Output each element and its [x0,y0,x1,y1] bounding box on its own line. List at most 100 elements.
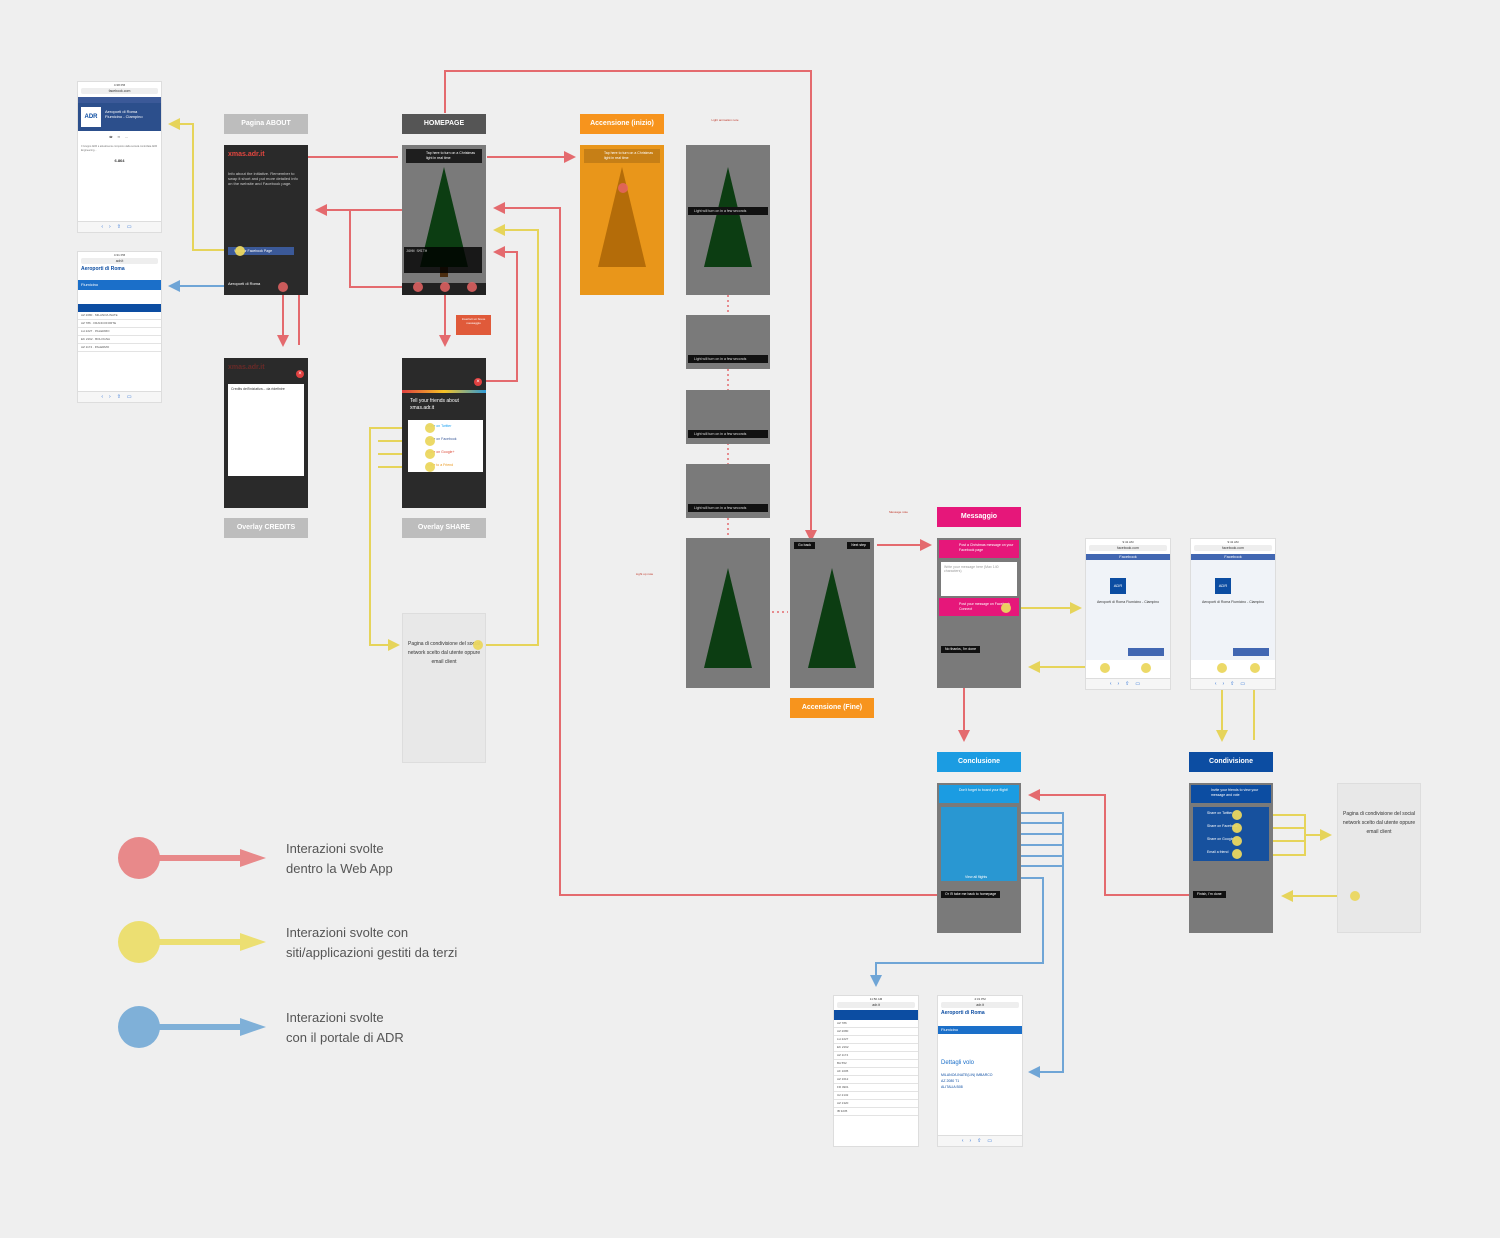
hotspot-share[interactable] [440,282,450,292]
label-pagina-about: Pagina ABOUT [224,114,308,134]
hotspot-fb-cancel[interactable] [1100,663,1110,673]
hotspot-fb-2-confirm[interactable] [1250,663,1260,673]
post-message-button[interactable]: Post your message on Facebook Connect [939,598,1019,616]
adr-fiumicino-tab[interactable]: Fiumicino [938,1026,1022,1034]
social-condition-note-1: Pagina di condivisione del social networ… [402,613,486,763]
hotspot-adr[interactable] [467,282,477,292]
label-accensione-inizio: Accensione (inizio) [580,114,664,134]
url-bar[interactable]: adr.it [941,1002,1019,1008]
table-row[interactable]: EK 2192 · BOLOGNA [78,336,161,344]
share-google-option[interactable]: Share on Google+ [426,450,455,454]
share-list-panel: Share on Twitter Share on Facebook Share… [1193,807,1269,861]
share-twitter-row[interactable]: Share on Twitter [1207,811,1233,815]
share-facebook-option[interactable]: Share on Facebook [426,437,457,441]
hotspot-share-twitter[interactable] [1232,810,1242,820]
legend-adr-line-1: Interazioni svolte [286,1010,384,1025]
hotspot-google[interactable] [425,449,435,459]
url-bar[interactable]: facebook.com [1089,545,1167,551]
url-bar[interactable]: facebook.com [1194,545,1272,551]
url-bar[interactable]: adr.it [81,258,158,264]
browser-toolbar[interactable]: ‹›⇧▭ [1086,678,1170,689]
accensione-fine-screen: Go back Next step [790,538,874,688]
fb-action-row[interactable]: ☎ ✉ ⋯ [109,135,130,139]
table-row[interactable]: AZ 1612 [834,1076,918,1084]
back-home-button[interactable]: Or I'll take me back to homepage [941,891,1001,898]
facebook-page-button[interactable]: Visit our Facebook Page [228,247,294,255]
hotspot-info[interactable] [413,282,423,292]
table-row[interactable]: IB 3235 [834,1108,918,1116]
close-icon[interactable]: × [296,370,304,378]
table-row[interactable]: FR 4901 [834,1084,918,1092]
hotspot-email[interactable] [425,462,435,472]
hotspot-credits[interactable] [278,282,288,292]
table-row[interactable]: AZ 2080 · MILANO/LINATE [78,312,161,320]
table-row[interactable]: AZ 1174 · PALERMO [78,344,161,352]
browser-toolbar[interactable]: ‹›⇧▭ [938,1135,1022,1146]
go-back-button[interactable]: Go back [794,542,816,549]
browser-toolbar[interactable]: ‹›⇧▭ [78,221,161,232]
hotspot-share-facebook[interactable] [1232,823,1242,833]
hotspot-facebook-share[interactable] [425,436,435,446]
christmas-tree [704,568,752,668]
hotspot-share-google[interactable] [1232,836,1242,846]
flights-tab-bar[interactable] [78,304,161,312]
legend-third-party-line-2: siti/applicazioni gestiti da terzi [286,945,458,960]
tap-light-banner[interactable]: Tap here to turn on a Christmas light in… [584,149,660,163]
table-row[interactable]: BA 552 [834,1060,918,1068]
facebook-dialog-1: 9:41 AM facebook.com Facebook ADR Aeropo… [1085,538,1171,690]
table-row[interactable]: EK 2192 [834,1044,918,1052]
hotspot-share-email[interactable] [1232,849,1242,859]
table-row[interactable]: AZ 1174 [834,1052,918,1060]
next-step-button[interactable]: Next step [847,542,870,549]
flights-list: AZ 2080 · MILANO/LINATE AZ 786 · FRANCOF… [78,312,161,352]
hotspot-fb-2-cancel[interactable] [1217,663,1227,673]
share-google-row[interactable]: Share on Google+ [1207,837,1236,841]
fb-dialog-title: Facebook [1086,554,1170,560]
table-row[interactable]: AZ 786 [834,1020,918,1028]
detail-status: IMBARCO [976,1073,993,1077]
adr-logo: ADR [1110,578,1126,594]
tell-friends-title: Tell your friends about xmas.adr.it [410,398,459,411]
hotspot-fb-confirm[interactable] [1141,663,1151,673]
table-row[interactable]: AZ 2080 [834,1028,918,1036]
hotspot-twitter[interactable] [425,423,435,433]
share-twitter-option[interactable]: Share on Twitter [426,424,452,428]
message-header: Post a Christmas message on your Faceboo… [939,540,1019,558]
table-row[interactable]: LH 2227 · PALERMO [78,328,161,336]
adr-fiumicino-tab[interactable]: Fiumicino [78,280,161,290]
fb-about-text: Il Gruppo ADR è attualmente composto dal… [81,145,158,152]
table-row[interactable]: AF 1005 [834,1068,918,1076]
url-bar[interactable]: adr.it [837,1002,915,1008]
email-friend-row[interactable]: Email a friend [1207,850,1229,854]
table-row[interactable]: U2 2132 [834,1092,918,1100]
detail-gate: B08 [956,1085,963,1089]
share-facebook-row[interactable]: Share on Facebook [1207,824,1238,828]
share-friend-option[interactable]: Share to a Friend [426,463,454,467]
browser-toolbar[interactable]: ‹›⇧▭ [78,391,161,402]
annotation-fine: Light up note [635,572,654,576]
finish-button[interactable]: Finish, I'm done [1193,891,1226,898]
hotspot-post-message[interactable] [1001,603,1011,613]
fb-confirm-button[interactable] [1128,648,1164,656]
browser-toolbar[interactable]: ‹›⇧▭ [1191,678,1275,689]
flights-tab-bar[interactable] [834,1010,918,1020]
table-row[interactable]: AZ 1320 [834,1100,918,1108]
accensione-inizio-screen: Tap here to turn on a Christmas light in… [580,145,664,295]
status-bar: 4:31 PM [113,253,126,257]
message-input[interactable]: Write your message here (Max 140 charact… [941,562,1017,596]
facebook-dialog-2: 9:41 AM facebook.com Facebook ADR Aeropo… [1190,538,1276,690]
turn-on-light-banner[interactable]: Tap here to turn on a Christmas light in… [406,149,482,163]
hotspot-facebook[interactable] [235,246,245,256]
hotspot-note-2[interactable] [1350,891,1360,901]
close-icon[interactable]: × [474,378,482,386]
url-bar[interactable]: facebook.com [81,88,158,94]
hotspot-tree-light[interactable] [618,183,628,193]
table-row[interactable]: LH 2227 [834,1036,918,1044]
fb-confirm-button[interactable] [1233,648,1269,656]
table-row[interactable]: AZ 786 · FRANCOFORTE [78,320,161,328]
hotspot-note-1[interactable] [473,640,483,650]
adr-flights-phone: 11:50 AM adr.it AZ 786 AZ 2080 LH 2227 E… [833,995,919,1147]
no-thanks-button[interactable]: No thanks, I'm done [941,646,981,653]
view-flights-link[interactable]: View all flights [965,875,988,879]
detail-route: MILANO/LINATE(LIN) [941,1073,976,1077]
